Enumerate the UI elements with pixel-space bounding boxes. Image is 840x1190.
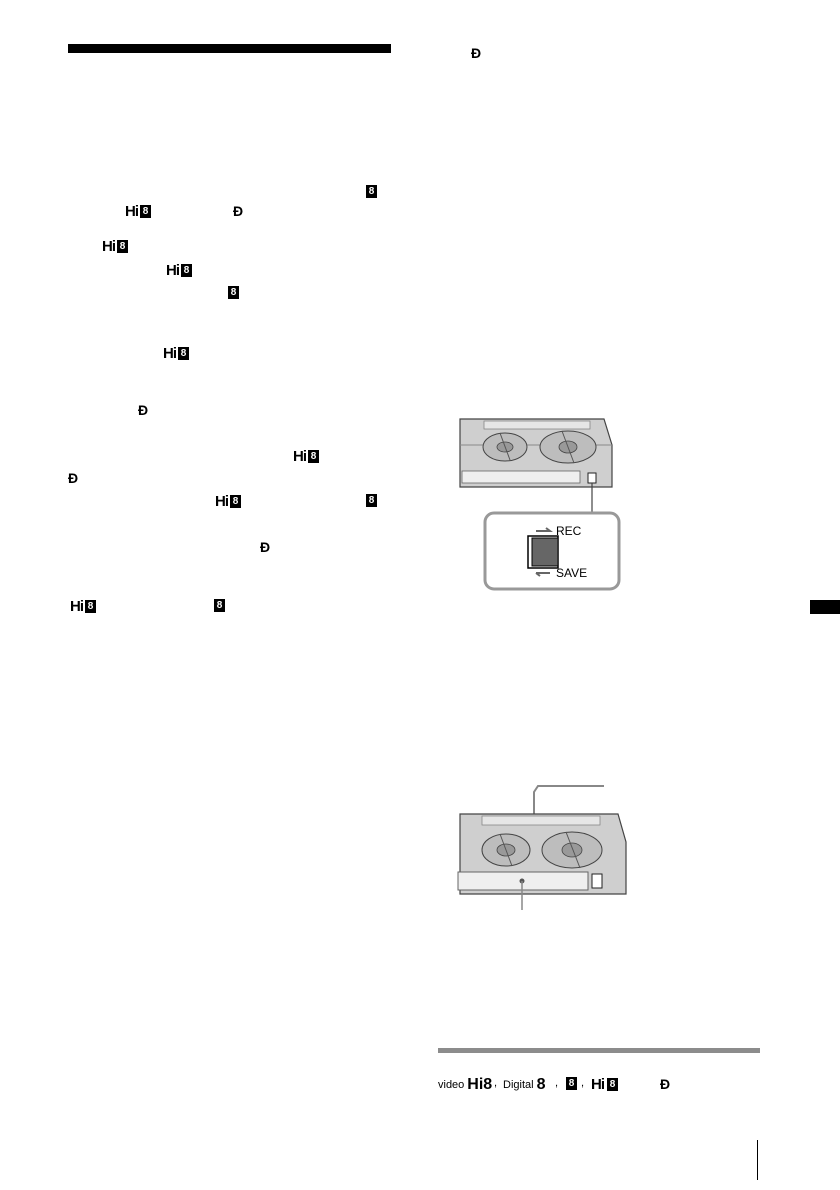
cassette-label-position-diagram <box>457 785 627 910</box>
eight-mm-mark: 8 <box>214 599 225 612</box>
digital8-mark: Ɖ <box>471 45 482 61</box>
digital8-logo: Digital 8 <box>503 1077 545 1093</box>
save-label: SAVE <box>556 566 588 580</box>
page-number-rule <box>757 1140 758 1180</box>
eight-mm-mark: 8 <box>228 286 239 299</box>
hi8-word: Hi8 <box>467 1076 493 1093</box>
video-word: video <box>438 1079 465 1091</box>
rec-label: REC <box>556 524 582 538</box>
eight-mm-mark: 8 <box>366 494 377 507</box>
footer-rule <box>438 1048 760 1053</box>
eight-mm-logo: 8 <box>566 1077 577 1090</box>
cassette-write-protect-diagram <box>459 418 621 591</box>
digital8-mark: Ɖ <box>68 470 79 486</box>
section-thumb-tab <box>810 600 840 614</box>
eight-mm-mark: 8 <box>366 185 377 198</box>
digital8-mark: Ɖ <box>138 402 149 418</box>
logo-separator: , <box>581 1077 585 1089</box>
digital-8-digit: 8 <box>536 1076 546 1093</box>
digital8-mark: Ɖ <box>233 203 244 219</box>
digital8-symbol-logo: Ɖ <box>660 1076 671 1092</box>
logo-separator: , <box>555 1077 559 1089</box>
logo-separator: , <box>494 1077 498 1089</box>
digital8-mark: Ɖ <box>260 539 271 555</box>
digital-word: Digital <box>503 1079 534 1091</box>
video-hi8-logo: video Hi8 <box>438 1077 492 1093</box>
section-header-rule <box>68 44 391 53</box>
